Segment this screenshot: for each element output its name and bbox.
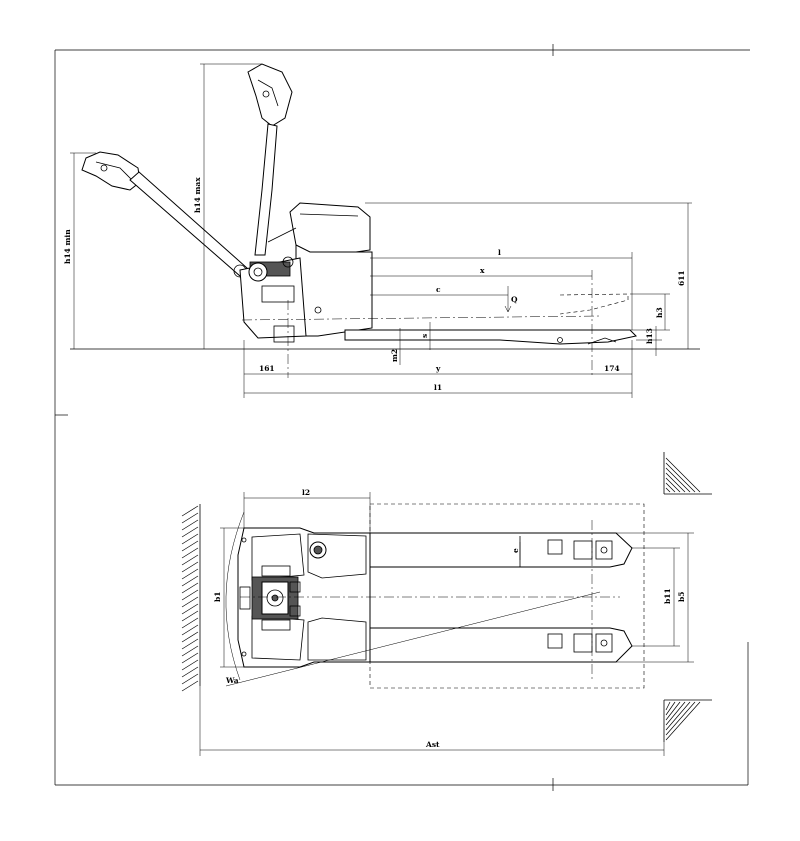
label-e: e (511, 548, 520, 553)
label-b11: b11 (663, 588, 672, 604)
hatch-line (181, 603, 199, 615)
label-161: 161 (259, 364, 275, 373)
hatch-line (181, 589, 199, 601)
hatch-line (665, 487, 671, 493)
wall-hatch-bottom-right (663, 699, 712, 742)
fork-side (344, 293, 638, 345)
truck-body-top (237, 527, 371, 668)
label-l1: l1 (434, 383, 442, 392)
hatch-line (181, 624, 199, 636)
dim-h13: h13 (636, 326, 662, 356)
label-m2: m2 (390, 349, 399, 362)
hatch-line (181, 554, 199, 566)
dim-s: s (420, 322, 431, 350)
top-view: l2 b1 e b11 b5 Wa (181, 452, 712, 756)
label-Ast: Ast (425, 740, 440, 749)
hatch-line (181, 561, 199, 573)
hatch-line (665, 482, 676, 493)
label-c: c (436, 285, 441, 294)
turning-arc (225, 511, 245, 681)
dim-e: e (511, 542, 521, 560)
drawing-frame (54, 44, 750, 791)
fork-top-upper (369, 532, 633, 568)
label-h13: h13 (645, 328, 654, 344)
hatch-line (665, 462, 696, 493)
label-y: y (435, 364, 441, 373)
dim-b11: b11 (632, 547, 680, 647)
dim-b5: b5 (616, 532, 694, 663)
hatch-line (181, 596, 199, 608)
hatch-line (181, 512, 199, 524)
hatch-line (665, 457, 701, 493)
dim-l2: l2 (243, 488, 371, 533)
label-Wa: Wa (225, 676, 239, 685)
hatch-line (665, 472, 686, 493)
hatch-line (181, 547, 199, 559)
dim-161-y-174: 161 y 174 (243, 340, 633, 398)
hatch-line (665, 701, 676, 716)
hatch-line (181, 645, 199, 657)
hatch-line (181, 638, 199, 650)
hatch-line (181, 533, 199, 545)
dim-m2: m2 (390, 328, 401, 365)
hatch-line (181, 666, 199, 678)
hatch-line (665, 701, 686, 726)
hatch-line (181, 659, 199, 671)
hatch-line (181, 680, 199, 692)
label-174: 174 (604, 364, 620, 373)
hatch-line (181, 526, 199, 538)
dim-h14-min: h14 min (63, 152, 96, 349)
hatch-line (665, 701, 691, 731)
tiller-lowered (81, 151, 248, 278)
fork-top-lower (369, 627, 633, 663)
dim-l1: l1 (244, 383, 632, 394)
truck-chassis (239, 202, 373, 343)
label-h3: h3 (655, 307, 664, 318)
hatch-line (181, 673, 199, 685)
tiller-upright (247, 63, 293, 256)
dim-x: x (370, 266, 592, 277)
hatch-line (181, 540, 199, 552)
hatch-line (181, 631, 199, 643)
label-b1: b1 (213, 592, 222, 602)
dim-Ast: Ast (199, 686, 665, 756)
dim-h14-max: h14 max (193, 63, 262, 349)
dim-c: c Q (370, 285, 518, 313)
hatch-line (181, 610, 199, 622)
hatch-line (181, 652, 199, 664)
hatch-line (665, 701, 681, 721)
hatch-line (181, 582, 199, 594)
hatch-line (665, 701, 671, 711)
hatch-line (181, 575, 199, 587)
wall-hatch-top-right (663, 452, 712, 495)
hatch-line (181, 519, 199, 531)
label-l2: l2 (302, 488, 310, 497)
dim-611: 611 (365, 202, 692, 349)
side-view: h14 min h14 max l x c Q (63, 63, 700, 398)
label-h14-max: h14 max (193, 177, 202, 213)
label-b5: b5 (677, 592, 686, 602)
hatch-line (181, 617, 199, 629)
hatch-line (665, 477, 681, 493)
hatch-line (665, 467, 691, 493)
wa-line (225, 591, 601, 687)
wall-hatch-left (181, 504, 201, 692)
hatch-line (665, 701, 696, 736)
load-pallet-outline (369, 503, 645, 689)
hatch-line (181, 568, 199, 580)
dim-h3: h3 (630, 293, 670, 331)
label-x: x (480, 266, 485, 275)
label-h14-min: h14 min (63, 229, 72, 264)
dim-b1: b1 (213, 527, 244, 668)
label-Q: Q (511, 295, 518, 304)
hatch-line (665, 701, 701, 741)
label-s: s (420, 334, 429, 338)
label-l: l (498, 248, 501, 257)
dim-l: l (370, 248, 633, 330)
label-611: 611 (677, 270, 686, 286)
hatch-line (181, 505, 199, 517)
